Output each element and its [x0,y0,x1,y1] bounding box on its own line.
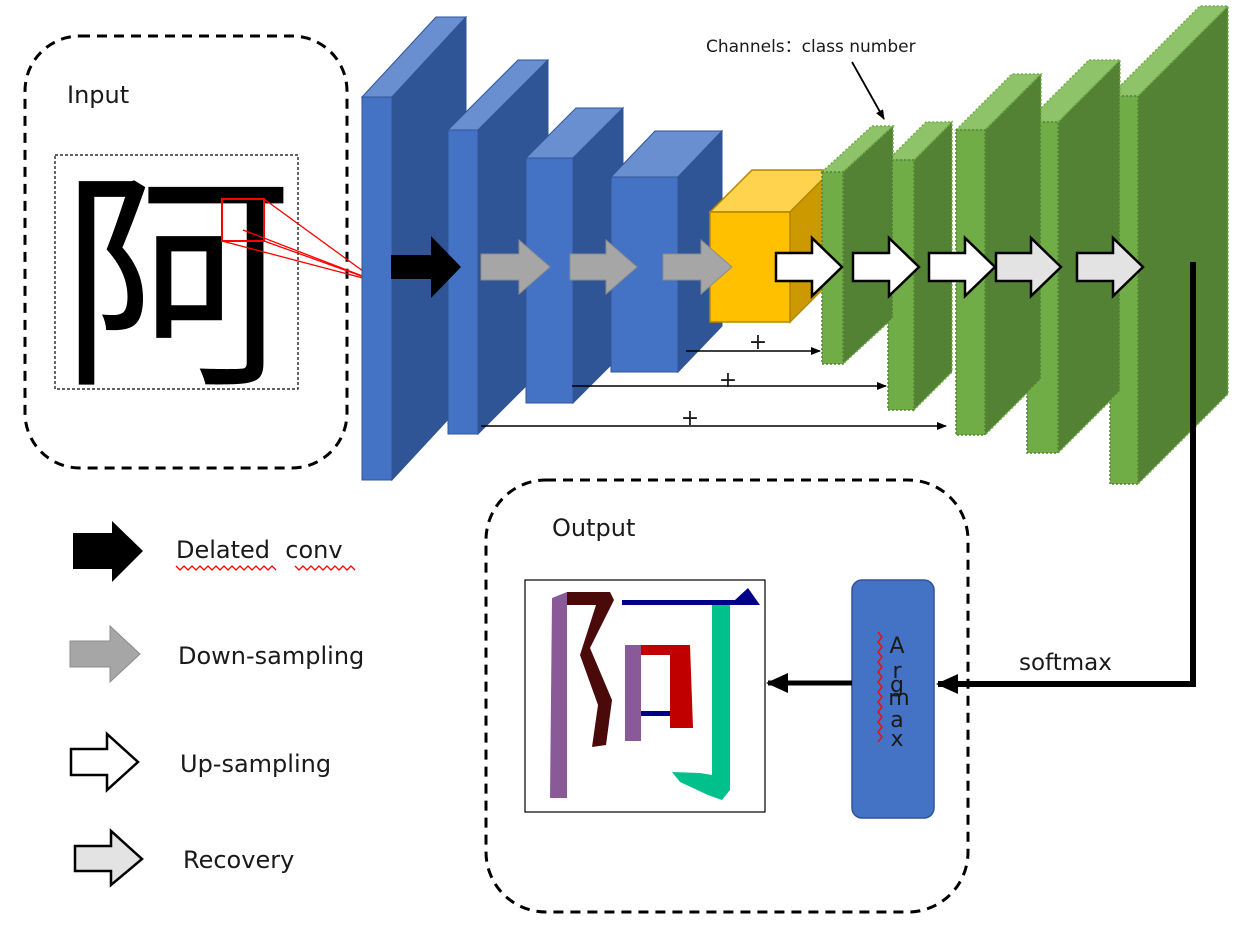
segment-mouth-right-lower [670,655,682,728]
segment-top-bar [622,588,760,605]
input-character: 阿 [60,151,292,421]
up-sampling-arrow-1 [774,235,844,299]
skip-plus-1: + [749,330,767,355]
down-sampling-arrow-2 [569,238,638,296]
down-sampling-arrow-3 [662,238,733,296]
spellcheck-squiggle-argmax [877,631,883,743]
channels-pointer [851,61,885,120]
argmax-letter: g [890,673,904,698]
recovery-arrow-1 [994,235,1063,299]
argmax-letter: a [890,708,903,733]
down-sampling-arrow-1 [480,238,551,296]
recovery-arrow-2 [1075,235,1145,299]
delated-conv-arrow [391,236,461,298]
argmax-letter: m [888,686,909,711]
decoder-block-1 [820,124,895,366]
argmax-letter: r [892,659,902,684]
decoder-block-5 [1108,4,1230,486]
skip-plus-3: + [681,406,699,431]
white-arrow-icon [69,731,140,793]
up-sampling-arrow-2 [851,235,921,299]
output-panel-border [484,478,970,914]
input-highlight-box [221,198,265,242]
output-title: Output [552,514,635,542]
legend-label-down-sampling: Down-sampling [178,642,364,670]
up-sampling-arrow-3 [927,235,997,299]
input-panel-border [23,34,349,470]
spellcheck-squiggle-conv [294,565,356,571]
segment-mouth-left [625,645,641,741]
argmax-label: A r g m a x [888,634,909,752]
skip-plus-2: + [719,368,737,393]
argmax-box [851,579,935,819]
segment-left-radical-vertical [550,592,567,798]
softmax-label: softmax [1019,650,1112,676]
black-arrow-icon [73,521,143,582]
segment-right-hook [672,605,730,800]
gray-arrow-icon [69,624,141,684]
legend-label-recovery: Recovery [183,846,294,874]
segment-left-radical-hook [567,592,614,747]
channels-annotation: Channels：class number [706,37,916,57]
segment-mouth-right [641,645,693,728]
input-title: Input [67,81,129,109]
input-image-frame [54,154,299,390]
argmax-letter: A [889,634,904,659]
segment-mouth-bottom [641,711,682,716]
argmax-letter: x [890,727,903,752]
output-segmented-character [550,588,760,800]
legend-label-delated-conv: Delated conv [176,536,343,564]
legend: Delated conv Down-sampling Up-sampling R… [69,521,364,888]
input-highlight-rays [221,198,379,283]
softmax-connector [936,262,1196,694]
spellcheck-squiggle-delated [175,565,277,571]
light-gray-arrow-icon [73,828,144,888]
legend-label-up-sampling: Up-sampling [180,750,331,778]
